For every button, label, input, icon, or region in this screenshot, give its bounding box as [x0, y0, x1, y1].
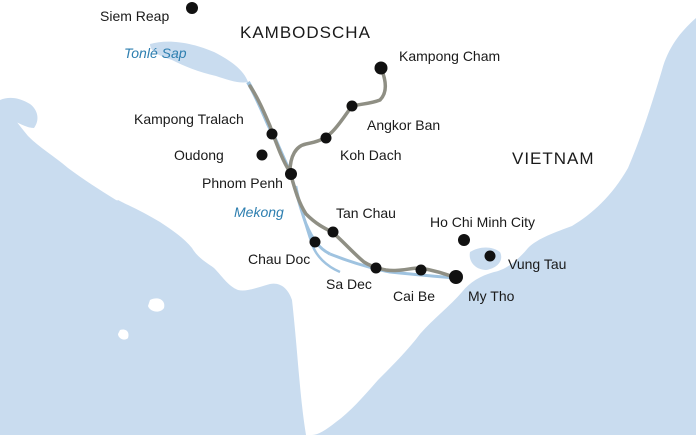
- stop-dot-phnom-penh[interactable]: [285, 168, 297, 180]
- tonle-sap-lake: [150, 41, 248, 83]
- gulf-inlet: [0, 97, 38, 128]
- place-label-sa-dec: Sa Dec: [326, 276, 372, 292]
- stop-dot-tan-chau[interactable]: [327, 226, 339, 238]
- place-label-ho-chi-minh-city: Ho Chi Minh City: [430, 214, 535, 230]
- stop-dot-siem-reap[interactable]: [186, 2, 198, 14]
- stop-dot-kampong-tralach[interactable]: [266, 128, 278, 140]
- place-label-kampong-tralach: Kampong Tralach: [134, 111, 244, 127]
- stop-dot-vung-tau[interactable]: [484, 250, 496, 262]
- island-1: [148, 298, 165, 312]
- stop-dot-chau-doc[interactable]: [309, 236, 321, 248]
- place-label-vung-tau: Vung Tau: [508, 256, 566, 272]
- place-label-cai-be: Cai Be: [393, 288, 435, 304]
- country-label-vietnam: VIETNAM: [512, 149, 595, 168]
- water-label-tonle-sap: Tonlé Sap: [124, 45, 187, 61]
- stop-dot-sa-dec[interactable]: [370, 262, 382, 274]
- country-label-cambodia: KAMBODSCHA: [240, 23, 371, 42]
- stop-dot-my-tho[interactable]: [449, 270, 463, 284]
- stop-dot-angkor-ban[interactable]: [346, 100, 358, 112]
- place-label-koh-dach: Koh Dach: [340, 147, 401, 163]
- island-2: [118, 329, 129, 340]
- water-label-mekong: Mekong: [234, 204, 284, 220]
- place-label-phnom-penh: Phnom Penh: [202, 175, 283, 191]
- stop-dot-cai-be[interactable]: [415, 264, 427, 276]
- place-label-tan-chau: Tan Chau: [336, 205, 396, 221]
- place-label-my-tho: My Tho: [468, 288, 515, 304]
- place-label-angkor-ban: Angkor Ban: [367, 117, 440, 133]
- stop-dot-koh-dach[interactable]: [320, 132, 332, 144]
- coast-inlet-west: [115, 200, 150, 224]
- stop-dot-ho-chi-minh-city[interactable]: [458, 234, 470, 246]
- stop-dot-oudong[interactable]: [256, 149, 268, 161]
- place-label-oudong: Oudong: [174, 147, 224, 163]
- place-label-chau-doc: Chau Doc: [248, 251, 310, 267]
- stop-markers: [186, 2, 496, 284]
- place-label-siem-reap: Siem Reap: [100, 8, 169, 24]
- stop-dot-kampong-cham[interactable]: [374, 61, 388, 75]
- place-label-kampong-cham: Kampong Cham: [399, 48, 500, 64]
